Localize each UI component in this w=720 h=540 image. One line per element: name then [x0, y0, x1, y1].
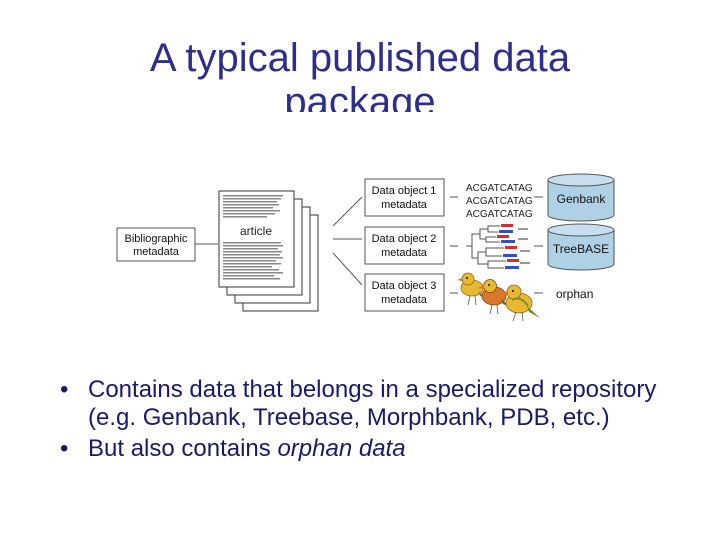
bullet-dot: • — [60, 376, 69, 403]
bullet-list: • Contains data that belongs in a specia… — [58, 376, 678, 466]
orphan-label: orphan — [556, 287, 593, 301]
bibliographic-metadata-box: Bibliographic metadata — [116, 227, 196, 262]
sequence-2: ACGATCATAG — [466, 196, 533, 207]
bibliographic-line-2: metadata — [133, 246, 180, 258]
sequence-3: ACGATCATAG — [466, 209, 533, 220]
data-object-1-metadata: metadata — [381, 199, 428, 211]
genbank-label: Genbank — [557, 192, 607, 206]
treebase-label: TreeBASE — [553, 242, 609, 256]
bullet-1-text: Contains data that belongs in a speciali… — [88, 376, 657, 431]
article-text-lines — [223, 195, 283, 280]
data-object-1-box: Data object 1 metadata — [364, 178, 445, 217]
connector-article-obj1 — [332, 196, 363, 227]
data-object-2-box: Data object 2 metadata — [364, 226, 445, 265]
data-object-3-metadata: metadata — [381, 294, 428, 306]
tree-taxon-labels — [497, 224, 530, 269]
title-line-2: package — [284, 80, 436, 112]
data-object-3-box: Data object 3 metadata — [364, 273, 445, 312]
genbank-database-icon: Genbank — [547, 173, 615, 222]
bird-2 — [478, 279, 514, 315]
dna-sequences: ACGATCATAG ACGATCATAG ACGATCATAG — [466, 183, 533, 220]
treebase-database-icon: TreeBASE — [547, 223, 615, 271]
bullet-dot: • — [60, 435, 69, 462]
article-stack: article — [218, 190, 319, 312]
birds-illustration — [457, 272, 540, 322]
title-line-1: A typical published data — [149, 36, 571, 80]
data-object-1-label: Data object 1 — [372, 185, 437, 197]
sequence-1: ACGATCATAG — [466, 183, 533, 194]
bullet-item-1: • Contains data that belongs in a specia… — [58, 376, 678, 432]
bullet-2-prefix: But also contains — [88, 435, 278, 462]
bullet-item-2: • But also contains orphan data — [58, 435, 678, 463]
data-object-2-metadata: metadata — [381, 247, 428, 259]
data-object-2-label: Data object 2 — [372, 233, 437, 245]
article-label: article — [240, 224, 272, 238]
data-object-3-label: Data object 3 — [372, 280, 437, 292]
phylogenetic-tree-icon — [466, 225, 506, 269]
bullet-2-emphasis: orphan data — [277, 435, 406, 462]
slide-title: A typical published data package — [60, 36, 660, 112]
bibliographic-line-1: Bibliographic — [125, 233, 188, 245]
bird-3 — [501, 284, 540, 322]
connector-article-obj3 — [332, 252, 363, 286]
